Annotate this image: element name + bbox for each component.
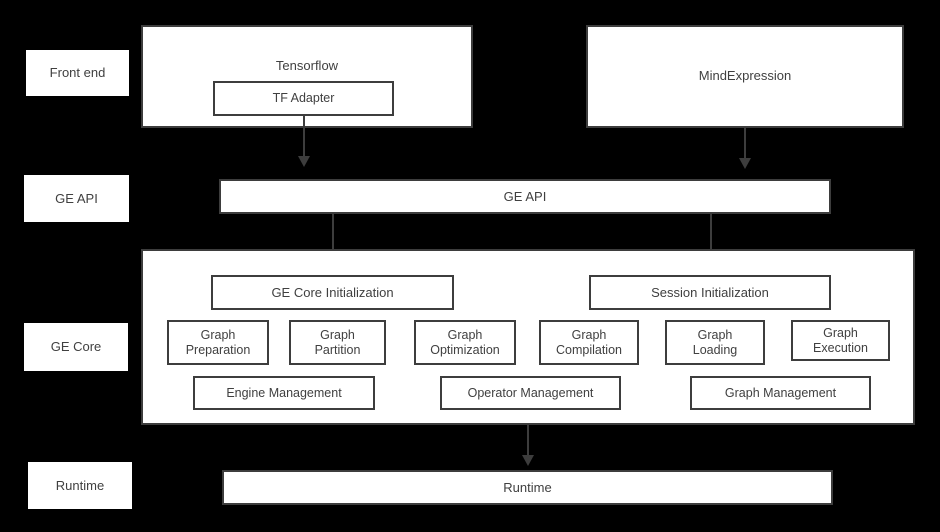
arrowhead-ge-core-to-runtime [522, 455, 534, 466]
connector-ge-api-to-ge-core-init [332, 214, 334, 260]
tier-label-ge-core: GE Core [24, 323, 128, 371]
node-graph-preparation[interactable]: Graph Preparation [167, 320, 269, 365]
node-session-initialization[interactable]: Session Initialization [589, 275, 831, 310]
bar-ge-api[interactable]: GE API [219, 179, 831, 214]
node-tf-adapter[interactable]: TF Adapter [213, 81, 394, 116]
tier-label-front-end: Front end [26, 50, 129, 96]
bar-runtime[interactable]: Runtime [222, 470, 833, 505]
node-engine-management[interactable]: Engine Management [193, 376, 375, 410]
tier-label-ge-api: GE API [24, 175, 129, 222]
connector-ge-api-to-session-init [710, 214, 712, 260]
node-graph-partition[interactable]: Graph Partition [289, 320, 386, 365]
connector-ge-core-to-runtime [527, 425, 529, 459]
connector-tf-adapter-to-ge-api [303, 116, 305, 160]
arrowhead-tf-adapter-to-ge-api [298, 156, 310, 167]
tier-label-runtime: Runtime [28, 462, 132, 509]
arrowhead-mindexpression-to-ge-api [739, 158, 751, 169]
node-graph-loading[interactable]: Graph Loading [665, 320, 765, 365]
node-graph-compilation[interactable]: Graph Compilation [539, 320, 639, 365]
connector-mindexpression-to-ge-api [744, 128, 746, 162]
node-graph-execution[interactable]: Graph Execution [791, 320, 890, 361]
node-graph-optimization[interactable]: Graph Optimization [414, 320, 516, 365]
node-ge-core-initialization[interactable]: GE Core Initialization [211, 275, 454, 310]
node-operator-management[interactable]: Operator Management [440, 376, 621, 410]
framework-mindexpression[interactable]: MindExpression [586, 25, 904, 128]
node-graph-management[interactable]: Graph Management [690, 376, 871, 410]
